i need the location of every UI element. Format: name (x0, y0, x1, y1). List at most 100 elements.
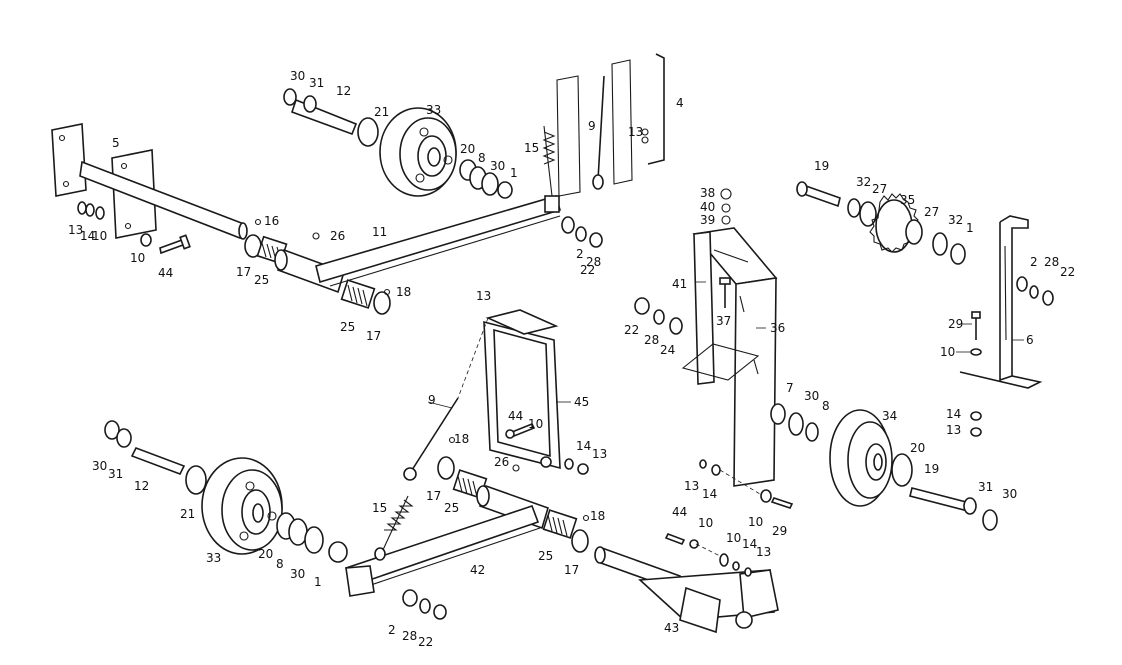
callout-7: 7 (786, 381, 794, 395)
callout-32: 32 (948, 213, 963, 227)
callout-30: 30 (490, 159, 505, 173)
callout-44: 44 (508, 409, 523, 423)
washers-22-28-24 (634, 297, 683, 335)
callout-22: 22 (1060, 265, 1075, 279)
callout-41: 41 (672, 277, 687, 291)
callout-13: 13 (68, 223, 83, 237)
callout-42: 42 (470, 563, 485, 577)
callout-29: 29 (772, 524, 787, 538)
callout-6: 6 (1026, 333, 1034, 347)
callouts: 30 31 12 21 33 20 8 30 1 5 13 14 10 10 4… (68, 69, 1075, 649)
pulley-33-lower (104, 420, 348, 563)
callout-37: 37 (716, 314, 731, 328)
bolt-44-upper (159, 234, 191, 255)
callout-14: 14 (576, 439, 591, 453)
arm-11 (315, 195, 561, 287)
callout-10: 10 (726, 531, 741, 545)
callout-15: 15 (372, 501, 387, 515)
callout-20: 20 (258, 547, 273, 561)
callout-2: 2 (1030, 255, 1038, 269)
callout-8: 8 (276, 557, 284, 571)
callout-8: 8 (822, 399, 830, 413)
rod-9-upper (592, 75, 605, 190)
callout-1: 1 (510, 166, 518, 180)
callout-2: 2 (388, 623, 396, 637)
callout-9: 9 (428, 393, 436, 407)
arm-42 (344, 504, 541, 597)
callout-30: 30 (290, 69, 305, 83)
callout-20: 20 (910, 441, 925, 455)
callout-27: 27 (872, 182, 887, 196)
callout-36: 36 (770, 321, 785, 335)
callout-44: 44 (672, 505, 687, 519)
rod-9-lower (403, 397, 459, 481)
bolt-29-right (970, 311, 982, 437)
callout-10: 10 (748, 515, 763, 529)
callout-14: 14 (742, 537, 757, 551)
callout-34: 34 (882, 409, 897, 423)
callout-19: 19 (924, 462, 939, 476)
callout-25: 25 (340, 320, 355, 334)
callout-43: 43 (664, 621, 679, 635)
callout-1: 1 (966, 221, 974, 235)
callout-14: 14 (946, 407, 961, 421)
callout-28: 28 (1044, 255, 1059, 269)
callout-13: 13 (684, 479, 699, 493)
callout-38: 38 (700, 186, 715, 200)
callout-10: 10 (940, 345, 955, 359)
washers-13-14-10-left (77, 201, 152, 247)
callout-30: 30 (92, 459, 107, 473)
callout-20: 20 (460, 142, 475, 156)
bolt-44-frame (505, 422, 536, 439)
bushing-7-washers (770, 403, 819, 442)
callout-18: 18 (590, 509, 605, 523)
washers-2-28-22-lower (402, 589, 447, 620)
callout-30: 30 (1002, 487, 1017, 501)
callout-8: 8 (478, 151, 486, 165)
bracket-36-41 (692, 188, 778, 487)
callout-1: 1 (314, 575, 322, 589)
callout-21: 21 (180, 507, 195, 521)
callout-16: 16 (264, 214, 279, 228)
callout-10: 10 (698, 516, 713, 530)
washers-2-28-22-upper (561, 216, 603, 248)
callout-25: 25 (538, 549, 553, 563)
callout-27: 27 (924, 205, 939, 219)
callout-22: 22 (624, 323, 639, 337)
callout-35: 35 (900, 193, 915, 207)
callout-13: 13 (756, 545, 771, 559)
callout-13: 13 (476, 289, 491, 303)
callout-28: 28 (644, 333, 659, 347)
callout-22: 22 (418, 635, 433, 649)
callout-4: 4 (676, 96, 684, 110)
callout-29: 29 (948, 317, 963, 331)
bracket-6 (959, 215, 1054, 389)
callout-25: 25 (254, 273, 269, 287)
callout-28: 28 (402, 629, 417, 643)
callout-12: 12 (336, 84, 351, 98)
callout-15: 15 (524, 141, 539, 155)
callout-33: 33 (426, 103, 441, 117)
panel-upper (556, 59, 633, 197)
pulley-33-upper (283, 88, 513, 199)
callout-31: 31 (108, 467, 123, 481)
callout-14: 14 (80, 229, 95, 243)
callout-39: 39 (700, 213, 715, 227)
callout-9: 9 (588, 119, 596, 133)
pulley-34 (829, 409, 998, 531)
callout-5: 5 (112, 136, 120, 150)
callout-13: 13 (946, 423, 961, 437)
callout-14: 14 (702, 487, 717, 501)
callout-2: 2 (576, 247, 584, 261)
callout-32: 32 (856, 175, 871, 189)
callout-30: 30 (290, 567, 305, 581)
callout-17: 17 (236, 265, 251, 279)
shaft-5 (79, 160, 248, 240)
axis-line-frame (457, 317, 489, 399)
callout-26: 26 (494, 455, 509, 469)
callout-30: 30 (804, 389, 819, 403)
callout-17: 17 (366, 329, 381, 343)
callout-13: 13 (592, 447, 607, 461)
